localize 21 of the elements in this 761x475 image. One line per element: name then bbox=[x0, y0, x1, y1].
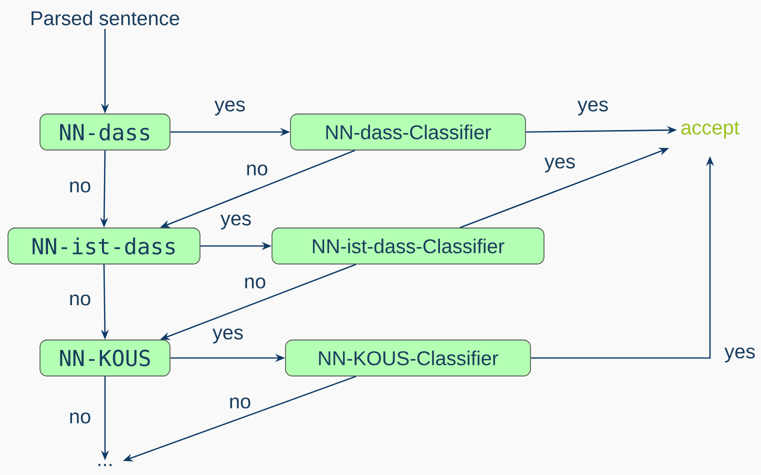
edge-label: yes bbox=[219, 214, 253, 230]
edge-label: no bbox=[242, 276, 268, 290]
edge-label: yes bbox=[576, 100, 610, 116]
process-box: NN-ist-dass bbox=[8, 228, 200, 264]
edge-label: yes bbox=[213, 100, 247, 116]
process-box: NN-KOUS bbox=[40, 340, 170, 376]
edge-label: yes bbox=[543, 156, 577, 174]
result-label: accept bbox=[681, 121, 740, 139]
edge-label: no bbox=[244, 164, 270, 176]
continuation-label: ... bbox=[98, 464, 112, 466]
edge-label: no bbox=[68, 180, 92, 194]
start-label: Parsed sentence bbox=[32, 10, 180, 26]
edge-label: yes bbox=[211, 328, 245, 344]
process-box: NN-dass bbox=[40, 114, 170, 150]
edge-label: no bbox=[228, 396, 252, 410]
process-box: NN-ist-dass-Classifier bbox=[272, 228, 544, 264]
process-box: NN-KOUS-Classifier bbox=[285, 340, 531, 376]
process-box: NN-dass-Classifier bbox=[290, 114, 526, 150]
edge-label: no bbox=[68, 294, 92, 306]
edge-label: no bbox=[68, 412, 92, 424]
edge-label: yes bbox=[723, 346, 757, 364]
